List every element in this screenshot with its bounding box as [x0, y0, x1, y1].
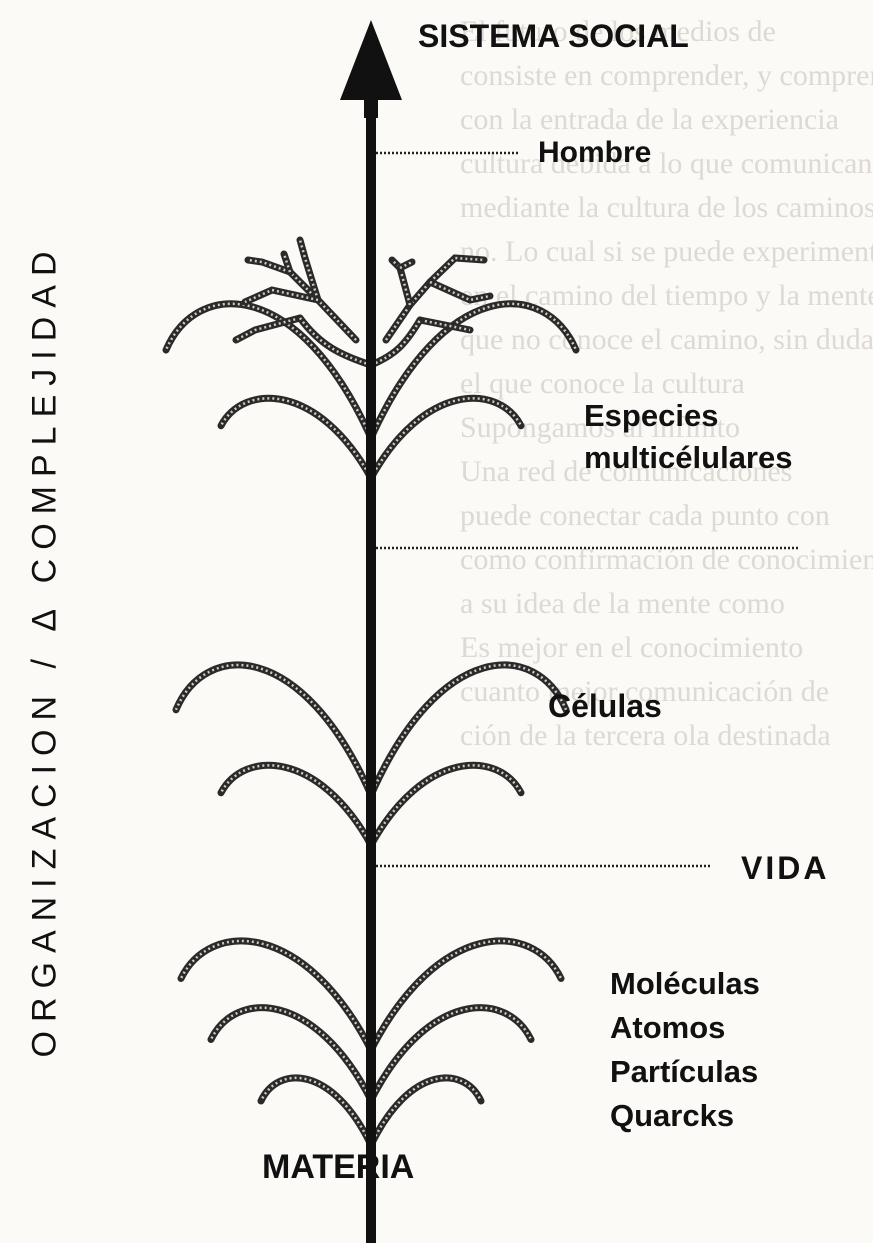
branch-right-4	[371, 665, 566, 795]
branch-left-3	[221, 765, 371, 845]
label-particulas: Partículas	[610, 1054, 758, 1090]
label-moleculas: Moléculas	[610, 966, 760, 1002]
branch-left-5	[221, 398, 371, 478]
branch-left-2-texture	[181, 941, 371, 1050]
axis-arrowhead	[340, 20, 402, 100]
branch-right-4-texture	[371, 665, 566, 795]
branch-right-1-texture	[371, 1008, 531, 1100]
label-atomos: Atomos	[610, 1010, 725, 1046]
axis-line	[366, 115, 376, 1243]
branch-left-4-texture	[176, 665, 371, 795]
branch-left-1-texture	[211, 1008, 371, 1100]
branch-right-2	[371, 941, 561, 1050]
diagram-title: SISTEMA SOCIAL	[418, 18, 689, 55]
label-especies: Especies	[584, 398, 718, 434]
branch-right-2-texture	[371, 941, 561, 1050]
label-celulas: Células	[548, 688, 662, 725]
branch-right-5-texture	[371, 398, 521, 478]
branch-left-3-texture	[221, 765, 371, 845]
label-multicelulares: multicélulares	[584, 440, 792, 476]
label-vida: VIDA	[741, 850, 829, 887]
label-materia: MATERIA	[262, 1148, 414, 1187]
branch-right-0	[371, 1078, 481, 1145]
twig-8	[430, 258, 484, 282]
label-hombre: Hombre	[538, 136, 651, 170]
branch-right-6	[371, 304, 576, 438]
branch-left-0	[261, 1078, 371, 1145]
branch-left-5-texture	[221, 398, 371, 478]
branch-left-1	[211, 1008, 371, 1100]
branch-right-1	[371, 1008, 531, 1100]
branch-right-3	[371, 765, 521, 845]
label-quarcks: Quarcks	[610, 1098, 734, 1134]
axis-label: ORGANIZACION / Δ COMPLEJIDAD	[26, 242, 65, 1057]
branch-right-6-texture	[371, 304, 576, 438]
branch-right-5	[371, 398, 521, 478]
branch-left-2	[181, 941, 371, 1050]
branch-right-3-texture	[371, 765, 521, 845]
branch-left-4	[176, 665, 371, 795]
arrow-stem	[364, 98, 378, 118]
